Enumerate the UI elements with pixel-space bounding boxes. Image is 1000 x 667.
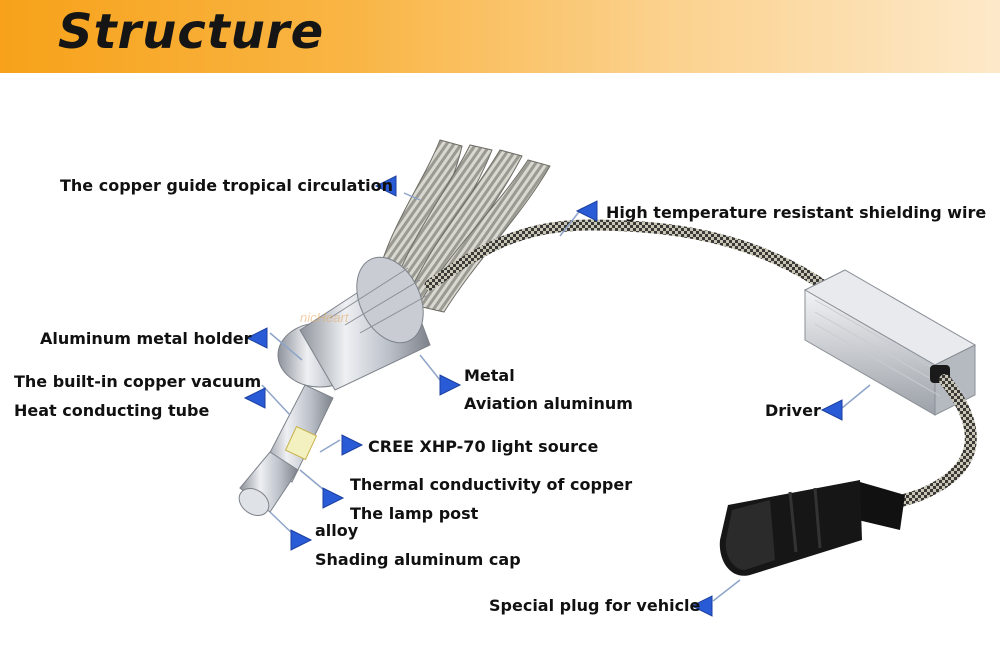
label-metal-line2: Aviation aluminum xyxy=(464,394,633,413)
label-cap-line1: alloy xyxy=(315,521,359,540)
pointer-lines xyxy=(261,192,871,602)
label-cap-line2: Shading aluminum cap xyxy=(315,550,521,569)
label-copper-guide: The copper guide tropical circulation xyxy=(60,176,393,195)
label-plug: Special plug for vehicle xyxy=(489,596,701,615)
shading-cap xyxy=(238,451,299,516)
pointer-arrow-icon xyxy=(341,434,364,456)
pointer-arrow-icon xyxy=(243,387,266,409)
watermark: nicHeart xyxy=(300,310,349,325)
pointer-arrow-icon xyxy=(374,175,397,197)
label-metal-line1: Metal xyxy=(464,366,515,385)
vehicle-plug xyxy=(719,480,905,576)
header-banner: Structure xyxy=(0,0,1000,73)
pointer-arrow-icon xyxy=(575,200,598,222)
label-light-source: CREE XHP-70 light source xyxy=(368,437,599,456)
pointer-arrow-icon xyxy=(439,374,462,396)
label-copper-line2: The lamp post xyxy=(350,504,479,523)
driver-box xyxy=(803,269,977,416)
aluminum-holder xyxy=(277,256,431,391)
pointer-arrows xyxy=(243,175,843,617)
label-copper-line1: Thermal conductivity of copper xyxy=(350,475,633,494)
label-shielding-wire: High temperature resistant shielding wir… xyxy=(606,203,987,222)
pointer-arrow-icon xyxy=(690,595,713,617)
label-metal-holder: Aluminum metal holder xyxy=(40,329,252,348)
pointer-arrow-icon xyxy=(290,529,313,551)
pointer-arrow-icon xyxy=(820,399,843,421)
pointer-arrow-icon xyxy=(245,327,268,349)
label-vacuum-line1: The built-in copper vacuum xyxy=(14,372,262,391)
label-driver: Driver xyxy=(765,401,821,420)
pointer-arrow-icon xyxy=(322,487,345,509)
page-title: Structure xyxy=(58,4,325,60)
label-vacuum-line2: Heat conducting tube xyxy=(14,401,210,420)
shielding-wire xyxy=(424,219,836,296)
